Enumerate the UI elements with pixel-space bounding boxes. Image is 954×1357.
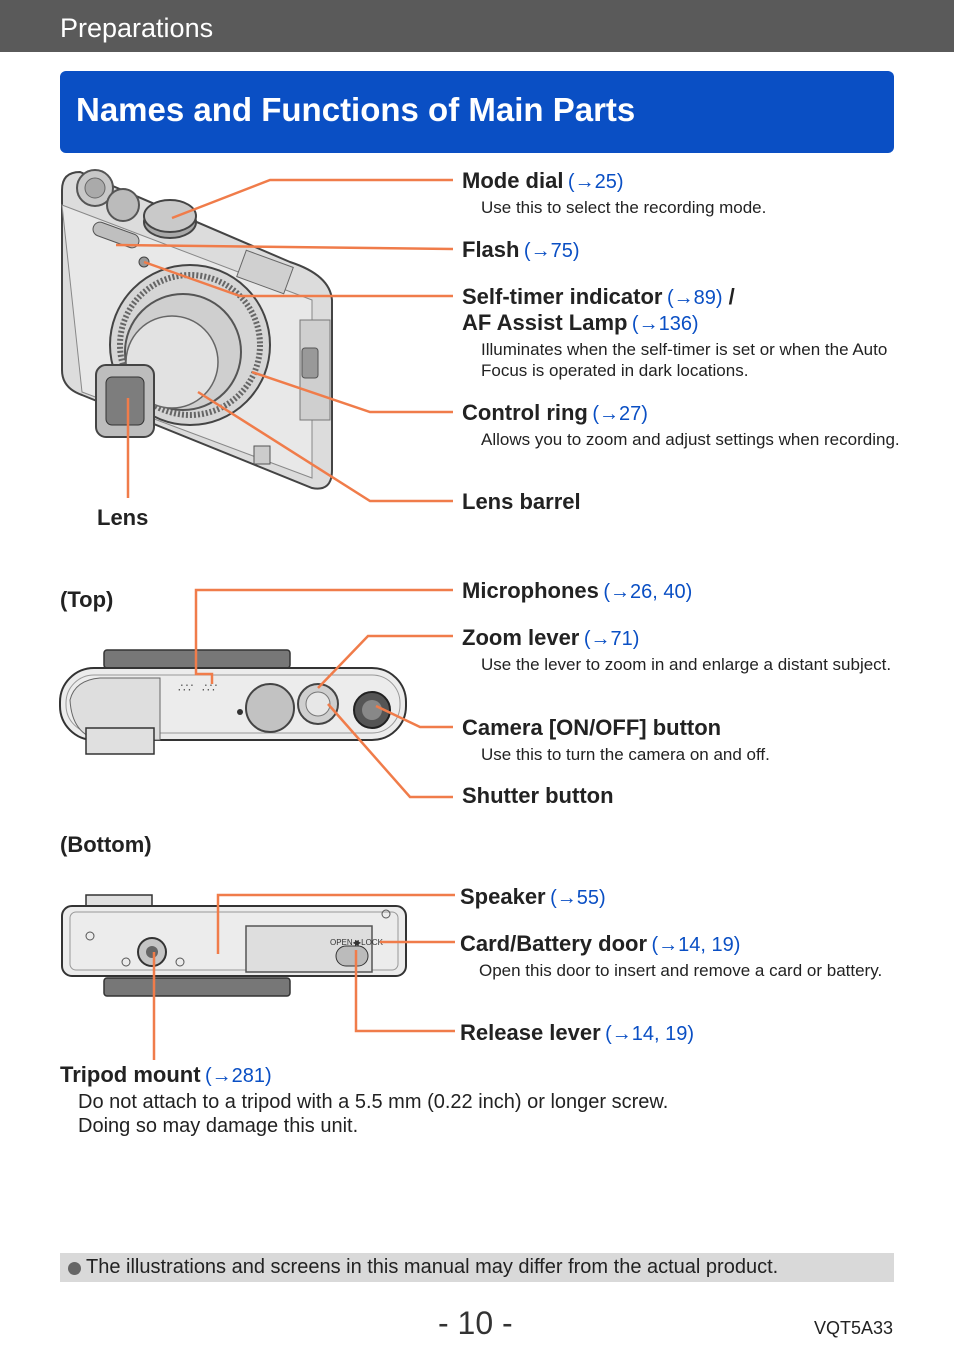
camera-front-icon: [61, 169, 333, 490]
svg-text:∴∵: ∴∵: [202, 681, 217, 695]
door-lock-text: ▶LOCK: [355, 938, 384, 947]
page-number: - 10 -: [438, 1305, 513, 1341]
camera-top-icon: ∴∵ ∴∵: [59, 649, 407, 755]
label-self-timer: Self-timer indicator (→89) / AF Assist L…: [462, 284, 888, 380]
label-tripod-mount: Tripod mount (→281) Do not attach to a t…: [60, 1062, 669, 1137]
bottom-leader-lines: [152, 893, 455, 1060]
title-banner: Names and Functions of Main Parts: [60, 71, 894, 153]
label-flash: Flash (→75): [462, 237, 580, 262]
label-speaker: Speaker (→55): [460, 884, 606, 909]
section-header: Preparations: [0, 0, 954, 52]
door-open-text: OPEN◀: [330, 938, 360, 947]
label-microphones: Microphones (→26, 40): [462, 578, 693, 603]
label-lens-barrel: Lens barrel: [462, 489, 581, 514]
section-title: Preparations: [60, 13, 214, 43]
label-mode-dial: Mode dial (→25) Use this to select the r…: [462, 168, 767, 217]
label-on-off-button: Camera [ON/OFF] button Use this to turn …: [462, 715, 770, 764]
bullet-icon: [68, 1262, 81, 1275]
label-bottom-view: (Bottom): [60, 832, 152, 857]
label-zoom-lever: Zoom lever (→71) Use the lever to zoom i…: [462, 625, 892, 674]
disclaimer-note: The illustrations and screens in this ma…: [60, 1253, 894, 1282]
camera-bottom-icon: OPEN◀ ▶LOCK: [61, 894, 407, 997]
label-card-battery-door: Card/Battery door (→14, 19) Open this do…: [460, 931, 883, 980]
svg-text:∴∵: ∴∵: [178, 681, 193, 695]
label-release-lever: Release lever (→14, 19): [460, 1020, 695, 1045]
top-leader-lines: [194, 588, 453, 799]
document-code: VQT5A33: [814, 1318, 894, 1338]
front-leader-lines: [115, 178, 454, 503]
label-lens: Lens: [97, 505, 149, 530]
label-shutter-button: Shutter button: [462, 783, 614, 808]
label-top-view: (Top): [60, 587, 114, 612]
page-title: Names and Functions of Main Parts: [76, 91, 636, 128]
label-control-ring: Control ring (→27) Allows you to zoom an…: [462, 400, 900, 449]
